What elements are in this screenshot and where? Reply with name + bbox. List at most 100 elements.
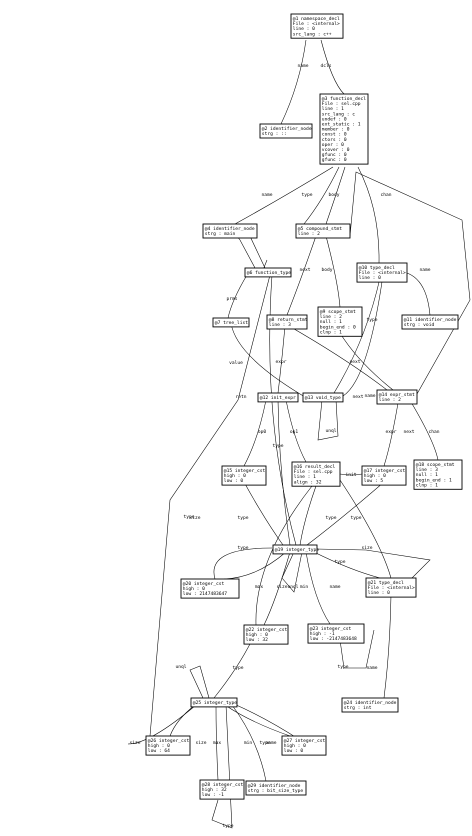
tree-edge-line (215, 704, 219, 781)
tree-edge: size (127, 704, 197, 746)
tree-edge-label: name (261, 193, 272, 198)
tree-edge-line (339, 479, 392, 579)
tree-node-attribute: strg : bit_size_type (248, 788, 304, 794)
tree-edge-line (325, 166, 346, 225)
tree-node-box (341, 697, 399, 713)
tree-edge-label: expr (275, 360, 286, 365)
tree-edge-line (383, 396, 400, 467)
tree-node-attribute: line : 1 (294, 474, 316, 480)
tree-node-box (401, 314, 459, 330)
tree-node-attribute: line : 0 (359, 275, 381, 281)
tree-node-title: @27 integer_cst (284, 738, 326, 744)
tree-edge: min (224, 704, 291, 746)
tree-edge: expr (383, 396, 400, 467)
tree-edge-label: type (183, 514, 194, 520)
tree-edge-label: op0 (258, 429, 267, 435)
tree-node-attribute: line : 2 (320, 314, 342, 320)
tree-edge-line (339, 332, 394, 391)
tree-node: @19 integer_type (272, 544, 319, 555)
tree-edge: type (272, 399, 291, 546)
tree-edge-label: size (129, 740, 140, 746)
tree-edge: type (237, 481, 284, 546)
tree-edge-label: next (349, 359, 360, 365)
tree-node-attribute: align : 32 (294, 479, 322, 485)
tree-node-box (244, 267, 292, 278)
tree-edge-label: dcls (320, 63, 331, 69)
tree-edge-label: max (255, 585, 264, 590)
tree-edge-label: size (361, 545, 372, 551)
tree-node-title: @14 expr_stmt (379, 392, 415, 398)
tree-edge-line (349, 171, 471, 395)
tree-node-attribute: member : 0 (322, 127, 350, 133)
tree-node-attribute: strg : int (344, 705, 372, 711)
tree-edge: max (213, 704, 222, 781)
tree-node-box (190, 697, 238, 708)
tree-edge: name (342, 274, 384, 399)
tree-edge-label: next (352, 394, 363, 400)
tree-node-box (356, 262, 408, 283)
tree-edge-label: expr (385, 430, 396, 435)
tree-edge-line (230, 322, 306, 398)
tree-node-box (259, 123, 313, 139)
tree-edge: size (169, 704, 207, 746)
tree-node-title: @28 integer_cst (202, 782, 244, 788)
tree-node-title: @20 integer_cst (183, 581, 225, 587)
tree-node-attribute: strg : :: (262, 131, 287, 137)
tree-edge-label: body (328, 192, 339, 198)
tree-node-attribute: src_lang : c++ (293, 31, 332, 37)
tree-edge-label: prms (226, 297, 237, 302)
tree-node-title: @12 init_expr (260, 395, 296, 401)
tree-edge-label: type (272, 443, 283, 449)
tree-node-attribute: ext_static : 1 (322, 122, 361, 128)
tree-node-attribute: oper : 0 (322, 142, 344, 148)
tree-node-attribute: strg : void (404, 322, 435, 328)
tree-edge: type (211, 704, 234, 829)
tree-node-attribute: vcover : 0 (322, 147, 350, 153)
tree-node-attribute: File : <internal> (293, 21, 340, 27)
tree-edge-label: type (334, 559, 345, 565)
tree-edge: value (229, 322, 306, 398)
tree-node-title: @3 function_decl (322, 96, 366, 102)
tree-node-attribute: high : 0 (364, 473, 386, 479)
tree-node-title: @7 tree_list (215, 320, 248, 326)
tree-edge-label: type (232, 665, 243, 671)
tree-edge-label: chan (380, 192, 391, 198)
tree-edge-line (223, 551, 287, 580)
tree-node-title: @15 integer_cst (224, 468, 266, 474)
tree-edge: next (286, 235, 317, 316)
tree-node-box (290, 13, 344, 39)
tree-edge-line (357, 166, 380, 264)
tree-edge-line (280, 39, 307, 125)
tree-node-attribute: undef : 0 (322, 116, 347, 122)
tree-edge: op1 (285, 399, 307, 463)
tree-node-title: @10 type_decl (359, 265, 395, 271)
tree-node-title: @8 return_stmt (269, 317, 308, 323)
tree-edge-label: max (213, 741, 222, 746)
tree-edge-label: type (301, 192, 312, 198)
tree-edge-line (213, 547, 273, 580)
tree-edge-line (243, 481, 284, 546)
tree-edge-label: type (350, 515, 361, 521)
tree-node-box (376, 389, 418, 405)
tree-node: @13 void_type (302, 392, 344, 403)
tree-node-title: @9 scope_stmt (320, 309, 356, 315)
tree-edge: name (366, 594, 392, 699)
tree-node-box (257, 392, 299, 403)
tree-edge-line (313, 551, 381, 579)
tree-edge-label: type (237, 545, 248, 551)
tree-edge: body (321, 235, 341, 308)
tree-node-box (180, 578, 240, 599)
tree-edge-line (333, 277, 381, 394)
tree-node-attribute: null : 1 (320, 319, 342, 325)
tree-node: @7 tree_list (212, 317, 250, 328)
tree-node-title: @2 identifier_node (262, 126, 312, 132)
tree-node-attribute: ctors : 0 (322, 137, 347, 143)
tree-node-title: @18 scope_stmt (416, 462, 455, 468)
